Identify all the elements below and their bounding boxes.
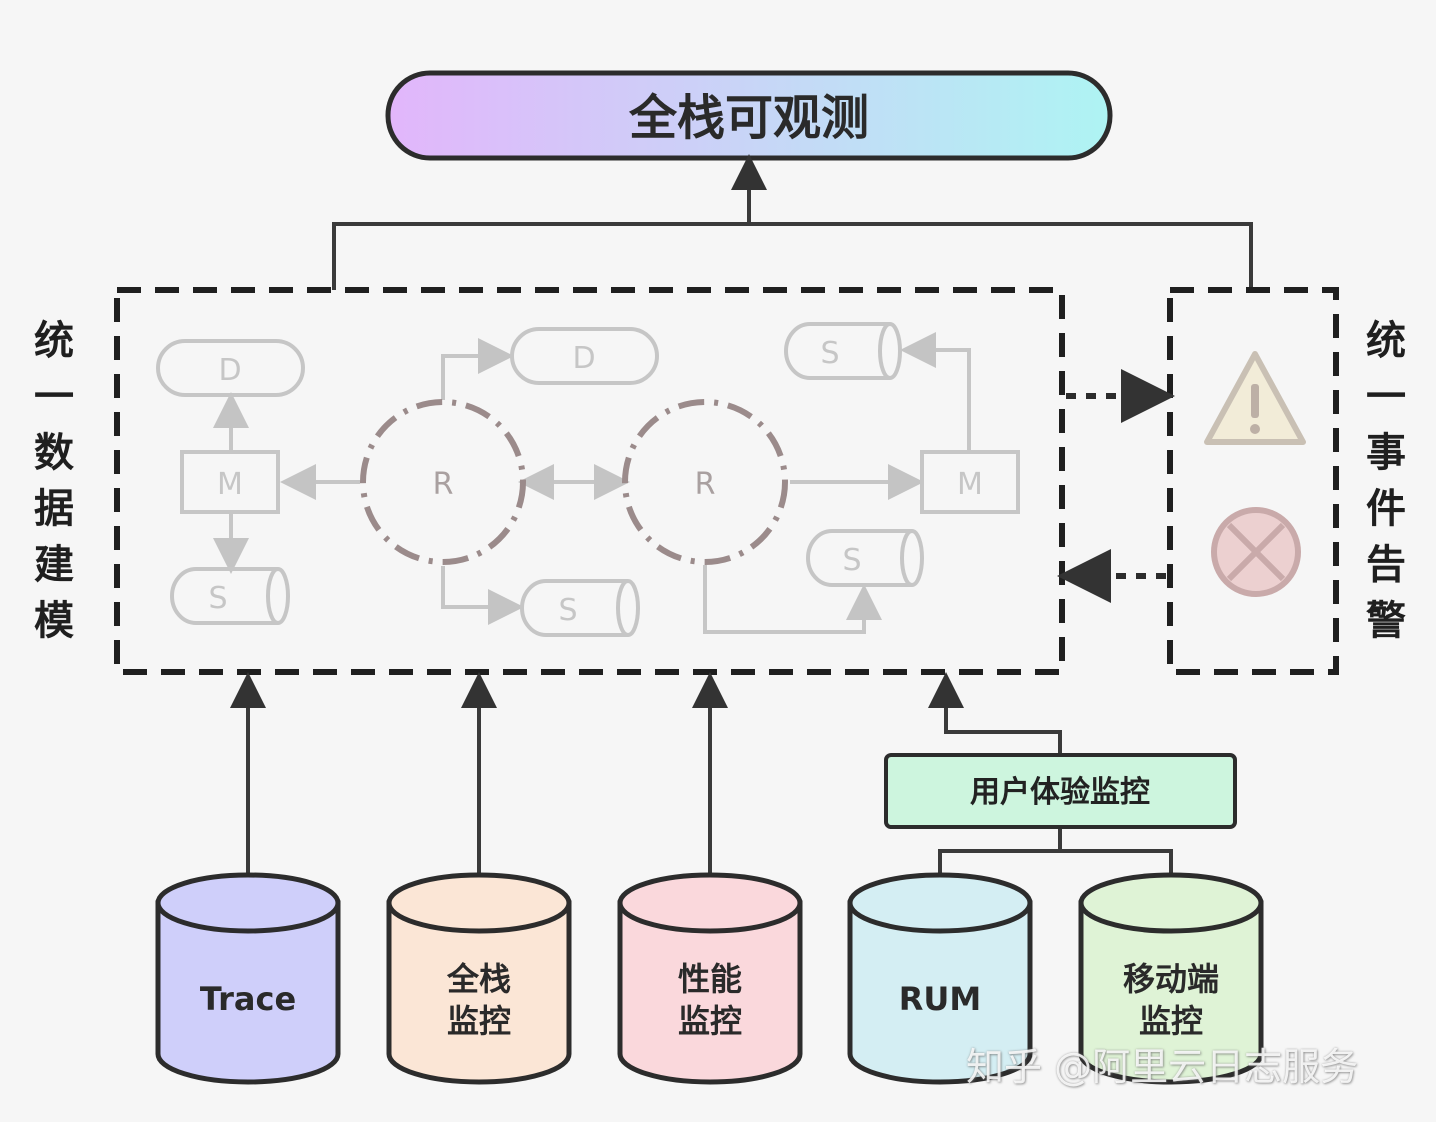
rum-box-connector — [938, 849, 1173, 874]
svg-text:S: S — [208, 581, 227, 616]
source-cylinder-0: Trace — [155, 872, 341, 1085]
svg-text:S: S — [820, 336, 839, 371]
source-label-3: RUM — [899, 980, 981, 1018]
model-graph — [213, 332, 971, 634]
node-s-right: S — [806, 529, 924, 587]
svg-text:M: M — [957, 467, 983, 502]
svg-text:D: D — [218, 353, 241, 388]
source-cylinder-2: 性能监控 — [617, 872, 803, 1085]
svg-text:R: R — [433, 467, 454, 502]
source-label-2: 性能监控 — [678, 960, 742, 1040]
node-m-right: M — [920, 450, 1020, 514]
node-s-left: S — [170, 567, 290, 625]
watermark: 知乎 @阿里云日志服务 — [966, 1045, 1359, 1089]
node-r-right: R — [622, 399, 788, 565]
edge-m-to-s-top — [900, 332, 971, 450]
source-arrows — [230, 672, 1173, 874]
bracket-connector — [332, 222, 1253, 290]
node-d-left: D — [156, 339, 305, 397]
svg-text:R: R — [695, 467, 716, 502]
title-banner: 全栈可观测 — [385, 70, 1113, 161]
node-d-top: D — [510, 327, 659, 385]
svg-text:D: D — [572, 341, 595, 376]
data-model-box — [114, 287, 1065, 675]
source-label-4: 移动端监控 — [1123, 960, 1219, 1040]
error-icon — [1211, 507, 1301, 597]
svg-text:S: S — [842, 543, 861, 578]
warning-icon — [1204, 351, 1306, 445]
data-sources: Trace 全栈监控 性能监控 RUM 移动端监控 — [155, 872, 1264, 1085]
unified-data-model-label: 统 一 数 据 建 模 — [34, 318, 74, 644]
node-m-left: M — [180, 450, 280, 514]
node-s-top-right: S — [784, 322, 902, 380]
source-label-0: Trace — [200, 980, 296, 1018]
source-cylinder-3: RUM — [847, 872, 1033, 1085]
source-label-1: 全栈监控 — [446, 960, 511, 1040]
box-links — [1057, 369, 1175, 603]
title-text: 全栈可观测 — [628, 90, 869, 146]
user-experience-label: 用户体验监控 — [970, 775, 1150, 810]
svg-text:M: M — [217, 467, 243, 502]
unified-event-alert-label: 统 一 事 件 告 警 — [1366, 318, 1406, 644]
alert-box — [1167, 287, 1339, 675]
node-s-mid: S — [520, 579, 640, 637]
svg-text:S: S — [558, 593, 577, 628]
edge-r-to-s — [441, 566, 524, 625]
node-r-left: R — [360, 399, 526, 565]
source-cylinder-1: 全栈监控 — [386, 872, 572, 1085]
top-connectors — [332, 154, 1253, 290]
edge-r-to-s-right — [703, 565, 882, 634]
user-experience-box: 用户体验监控 — [884, 753, 1237, 829]
edge-r-to-d — [441, 338, 514, 400]
source-cylinder-4: 移动端监控 — [1078, 872, 1264, 1085]
arrow-rum-box — [928, 672, 1062, 755]
